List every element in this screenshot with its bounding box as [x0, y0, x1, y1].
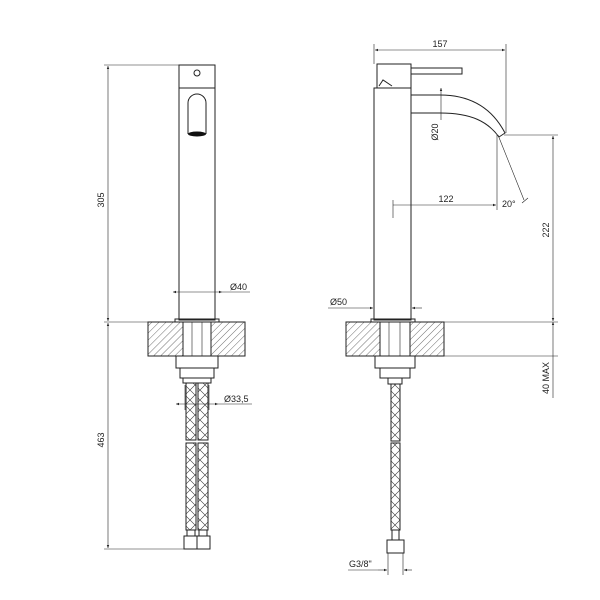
thread-label: G3/8" — [349, 559, 372, 569]
front-hose-left — [185, 382, 197, 441]
front-body — [178, 64, 216, 321]
front-view: 305 463 Ø40 Ø33,5 — [96, 64, 252, 550]
side-body — [373, 87, 412, 321]
dim-diameter-33-5: Ø33,5 — [224, 394, 249, 404]
side-hose — [390, 383, 401, 442]
dim-diameter-40: Ø40 — [230, 282, 247, 292]
dim-angle-20: 20° — [502, 199, 516, 209]
side-spout — [411, 94, 506, 138]
dim-157: 157 — [432, 39, 447, 49]
dim-diameter-50: Ø50 — [330, 297, 347, 307]
dim-222: 222 — [541, 222, 551, 237]
side-hose-nut — [386, 539, 405, 554]
dim-122: 122 — [438, 194, 453, 204]
front-spout-outlet — [187, 93, 207, 134]
dim-463: 463 — [96, 432, 106, 447]
side-handle-block — [376, 63, 412, 89]
front-hose-right — [197, 382, 209, 441]
dim-40-max: 40 MAX — [541, 362, 551, 394]
dim-diameter-20: Ø20 — [430, 123, 440, 140]
side-view: 157 Ø20 20° 122 222 40 MAX Ø50 G3/8" — [328, 39, 558, 575]
dim-305: 305 — [96, 192, 106, 207]
side-lever — [410, 67, 463, 75]
front-handle-hole — [193, 69, 201, 77]
